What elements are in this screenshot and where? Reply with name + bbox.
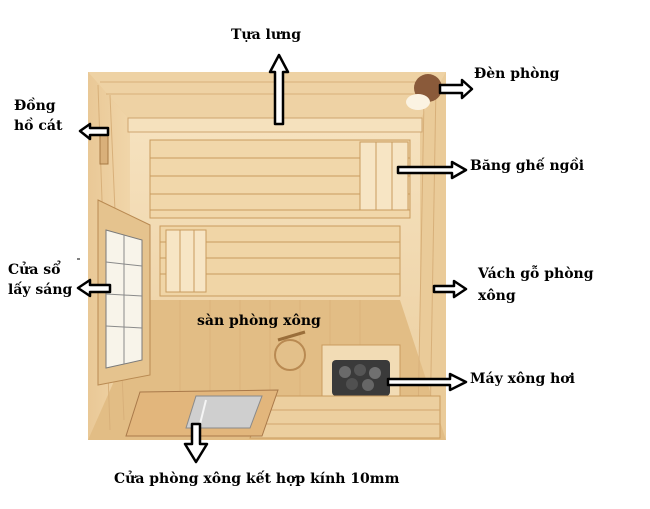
lower-bench <box>159 225 401 297</box>
label-backrest: Tựa lưng <box>231 27 302 43</box>
label-wall-line2: xông <box>478 288 516 304</box>
heater <box>321 344 401 398</box>
label-room-light: Đèn phòng <box>474 66 560 82</box>
label-floor: sàn phòng xông <box>197 313 321 329</box>
label-window-line2: lấy sáng <box>8 282 73 298</box>
arrow-left-hourglass <box>78 122 110 141</box>
label-hourglass-line1: Đồng <box>14 98 56 114</box>
water-bucket <box>274 330 306 371</box>
arrow-right-bench <box>396 160 468 180</box>
arrow-down-door <box>183 422 209 464</box>
arrow-left-window <box>76 278 112 298</box>
door <box>125 389 279 437</box>
ceiling <box>88 72 446 120</box>
arrow-right-heater <box>386 372 468 392</box>
label-door: Cửa phòng xông kết hợp kính 10mm <box>114 471 400 487</box>
label-hourglass-line2: hồ cát <box>14 118 63 134</box>
lamp <box>406 74 442 110</box>
upper-bench <box>149 139 411 219</box>
label-window-line1: Cửa sổ <box>8 262 61 278</box>
arrow-right-wall <box>432 279 468 299</box>
floor-duckboard <box>249 395 441 439</box>
label-wall-line1: Vách gỗ phòng <box>478 266 594 282</box>
label-heater: Máy xông hơi <box>470 371 575 387</box>
label-bench: Băng ghế ngồi <box>470 158 585 174</box>
arrow-up-backrest <box>268 53 290 126</box>
window <box>97 199 151 386</box>
arrow-right-lamp <box>438 78 474 100</box>
